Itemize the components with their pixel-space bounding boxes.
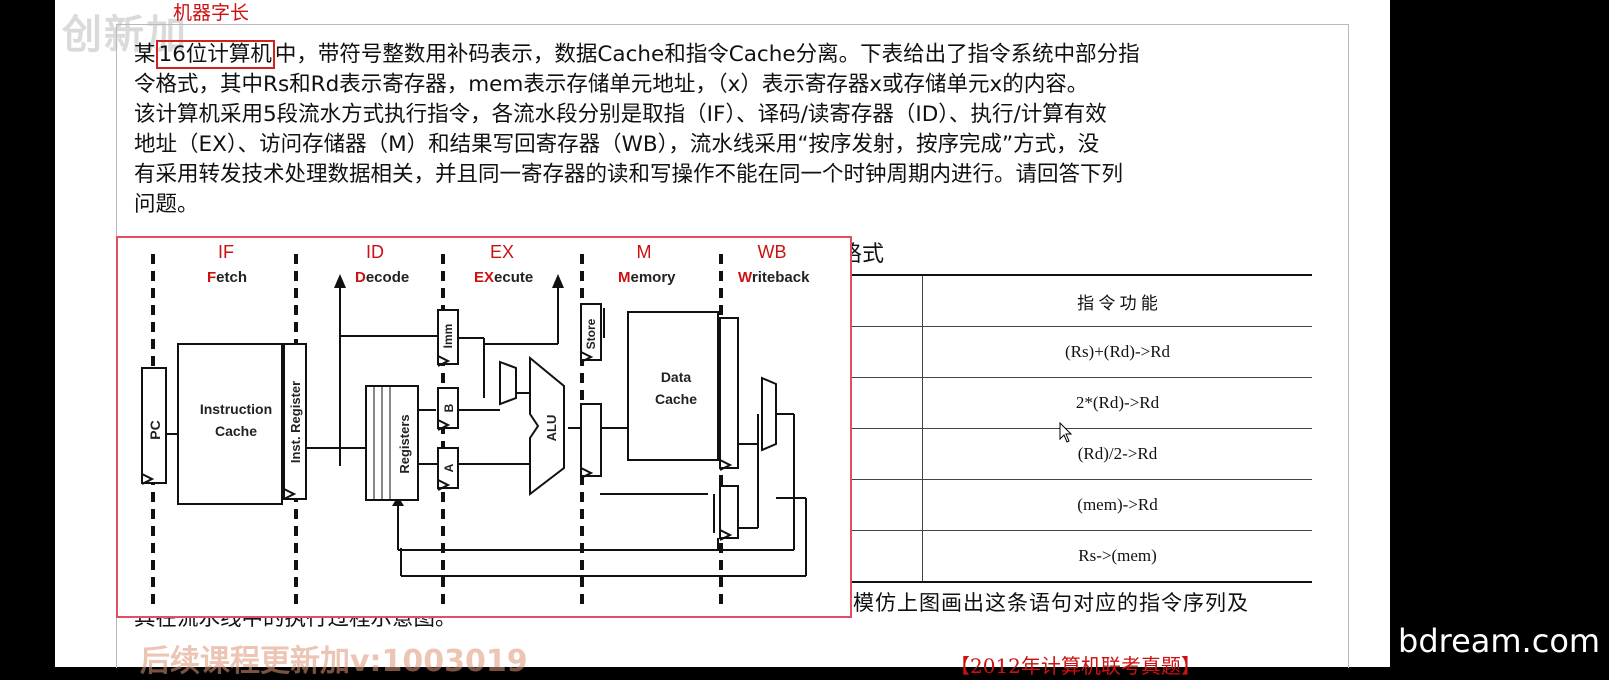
mem-latch bbox=[719, 317, 739, 469]
imm-latch bbox=[437, 309, 459, 365]
header-function: 指 令 功 能 bbox=[922, 274, 1312, 327]
stage-labels: IF ID EX M WB bbox=[218, 242, 787, 262]
stage-wb-name: Writeback bbox=[738, 269, 810, 286]
stage-wb-abbr: WB bbox=[758, 242, 787, 262]
data-cache-label-1: Data bbox=[661, 369, 692, 385]
intro-line-4: 地址（EX）、访问存储器（M）和结果写回寄存器（WB），流水线采用“按序发射，按… bbox=[134, 132, 1100, 157]
table-row: (Rd)/2->Rd bbox=[840, 428, 1312, 480]
stage-m-name: Memory bbox=[618, 269, 676, 286]
instruction-cache-label-1: Instruction bbox=[200, 401, 272, 417]
bottom-watermark: 后续课程更新加v:1003019 bbox=[140, 644, 528, 679]
question-tail: 模仿上图画出这条语句对应的指令序列及 bbox=[853, 591, 1249, 615]
stage-ex-name: EXecute bbox=[474, 269, 533, 286]
pc-label: PC bbox=[147, 420, 163, 439]
brand-watermark: bdream.com bbox=[1398, 622, 1601, 660]
instruction-table: 指 令 功 能 (Rs)+(Rd)->Rd 2*(Rd)->Rd (Rd)/2-… bbox=[840, 274, 1312, 583]
stage-ex-abbr: EX bbox=[490, 242, 514, 262]
stage-if-abbr: IF bbox=[218, 242, 234, 262]
a-label: A bbox=[442, 463, 456, 472]
intro-line-6: 问题。 bbox=[134, 192, 199, 217]
inst-register-box bbox=[283, 343, 307, 500]
stage-id-name: Decode bbox=[355, 269, 409, 286]
mux-wb bbox=[761, 376, 777, 452]
mux-ex bbox=[499, 360, 517, 406]
stage-if-name: Fetch bbox=[207, 269, 247, 286]
instruction-cache-label-2: Cache bbox=[215, 423, 257, 439]
instruction-cache-box bbox=[177, 343, 283, 505]
mouse-cursor-icon bbox=[1059, 422, 1073, 443]
table-header-row: 指 令 功 能 bbox=[840, 274, 1312, 327]
a-latch bbox=[437, 447, 459, 489]
intro-line-2: 令格式，其中Rs和Rd表示寄存器，mem表示存储单元地址，（x）表示寄存器x或存… bbox=[134, 72, 1089, 97]
highlight-16bit: 16位计算机 bbox=[155, 40, 275, 69]
table-row: Rs->(mem) bbox=[840, 530, 1312, 583]
pipeline-boxes bbox=[141, 303, 777, 541]
data-cache-label-2: Cache bbox=[655, 391, 697, 407]
alu-shape bbox=[529, 355, 565, 497]
inst-register-label: Inst. Register bbox=[288, 381, 303, 463]
pipeline-diagram: IF ID EX M WB Fetch Decode EXecute Memor… bbox=[116, 236, 852, 618]
table-row: (mem)->Rd bbox=[840, 479, 1312, 531]
b-latch bbox=[437, 387, 459, 429]
wb-latch bbox=[719, 485, 739, 539]
table-row: 2*(Rd)->Rd bbox=[840, 377, 1312, 429]
intro-line-5: 有采用转发技术处理数据相关，并且同一寄存器的读和写操作不能在同一个时钟周期内进行… bbox=[134, 162, 1124, 187]
alu-label: ALU bbox=[544, 415, 559, 442]
store-label: Store bbox=[584, 318, 598, 349]
registers-box bbox=[365, 385, 419, 501]
top-watermark: 创新加 bbox=[62, 12, 188, 58]
register-file-lines bbox=[373, 386, 391, 500]
store-latch bbox=[580, 303, 602, 361]
b-label: B bbox=[442, 403, 456, 412]
annotation-word-length: 机器字长 bbox=[173, 2, 250, 24]
table-row: (Rs)+(Rd)->Rd bbox=[840, 326, 1312, 378]
pc-register bbox=[141, 367, 167, 484]
exam-source: 【2012年计算机联考真题】 bbox=[950, 654, 1201, 678]
stage-id-abbr: ID bbox=[366, 242, 384, 262]
registers-label: Registers bbox=[397, 414, 412, 473]
data-cache-box bbox=[627, 311, 719, 461]
alu-out-latch bbox=[580, 403, 602, 477]
imm-label: Imm bbox=[441, 324, 455, 349]
stage-m-abbr: M bbox=[637, 242, 652, 262]
intro-line-3: 该计算机采用5段流水方式执行指令，各流水段分别是取指（IF）、译码/读寄存器（I… bbox=[134, 102, 1107, 127]
